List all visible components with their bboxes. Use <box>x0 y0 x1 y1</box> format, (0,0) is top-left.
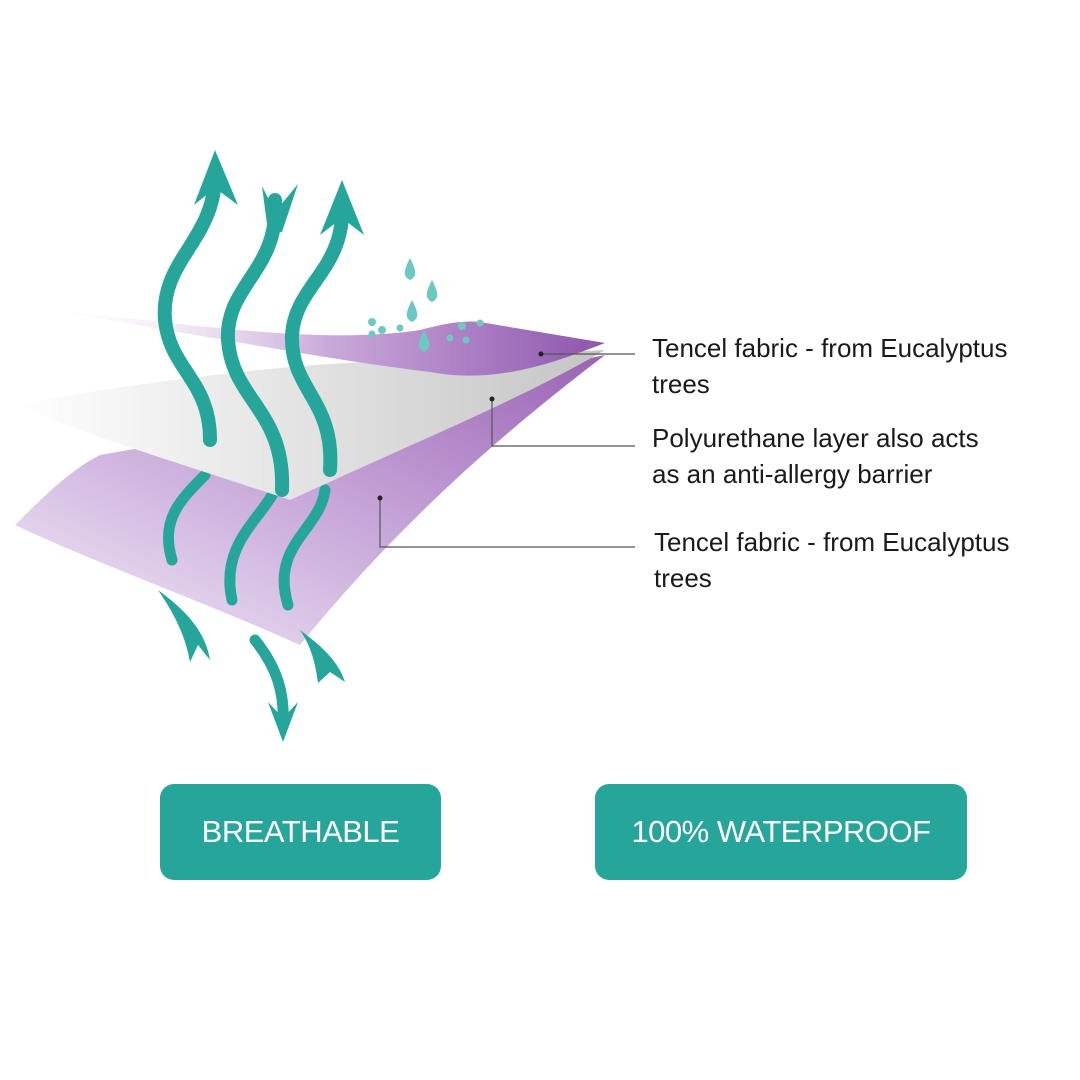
label-line: Tencel fabric - from Eucalyptus <box>654 527 1010 557</box>
leader-line-bottom <box>379 498 635 548</box>
label-line: as an anti-allergy barrier <box>652 459 933 489</box>
label-line: trees <box>654 563 712 593</box>
arrow-up-icon <box>284 198 350 477</box>
arrow-up-icon <box>157 168 222 447</box>
label-line: Polyurethane layer also acts <box>652 423 979 453</box>
polyurethane-layer <box>15 350 605 500</box>
leader-dot <box>377 495 383 501</box>
leader-line-middle <box>491 399 635 447</box>
breathable-label: BREATHABLE <box>201 814 400 849</box>
label-bottom-tencel: Tencel fabric - from Eucalyptus trees <box>654 524 1009 596</box>
airflow-arrows-lower <box>162 469 331 611</box>
top-tencel-layer <box>50 310 605 376</box>
label-top-tencel: Tencel fabric - from Eucalyptus trees <box>652 330 1007 402</box>
water-droplets-icon <box>368 258 484 352</box>
leader-dot <box>489 396 495 402</box>
leader-lines <box>379 353 635 548</box>
airflow-arrows-bottom <box>158 590 345 742</box>
airflow-arrows-upper <box>157 168 350 497</box>
label-line: Tencel fabric - from Eucalyptus <box>652 333 1008 363</box>
arrow-heads <box>194 150 364 235</box>
breathable-badge: BREATHABLE <box>160 784 441 880</box>
leader-dot <box>538 351 544 357</box>
bottom-tencel-layer <box>15 355 605 645</box>
label-line: trees <box>652 369 710 399</box>
label-polyurethane: Polyurethane layer also acts as an anti-… <box>652 420 979 492</box>
waterproof-label: 100% WATERPROOF <box>631 814 931 849</box>
arrow-up-icon <box>220 193 290 497</box>
waterproof-badge: 100% WATERPROOF <box>595 784 967 880</box>
